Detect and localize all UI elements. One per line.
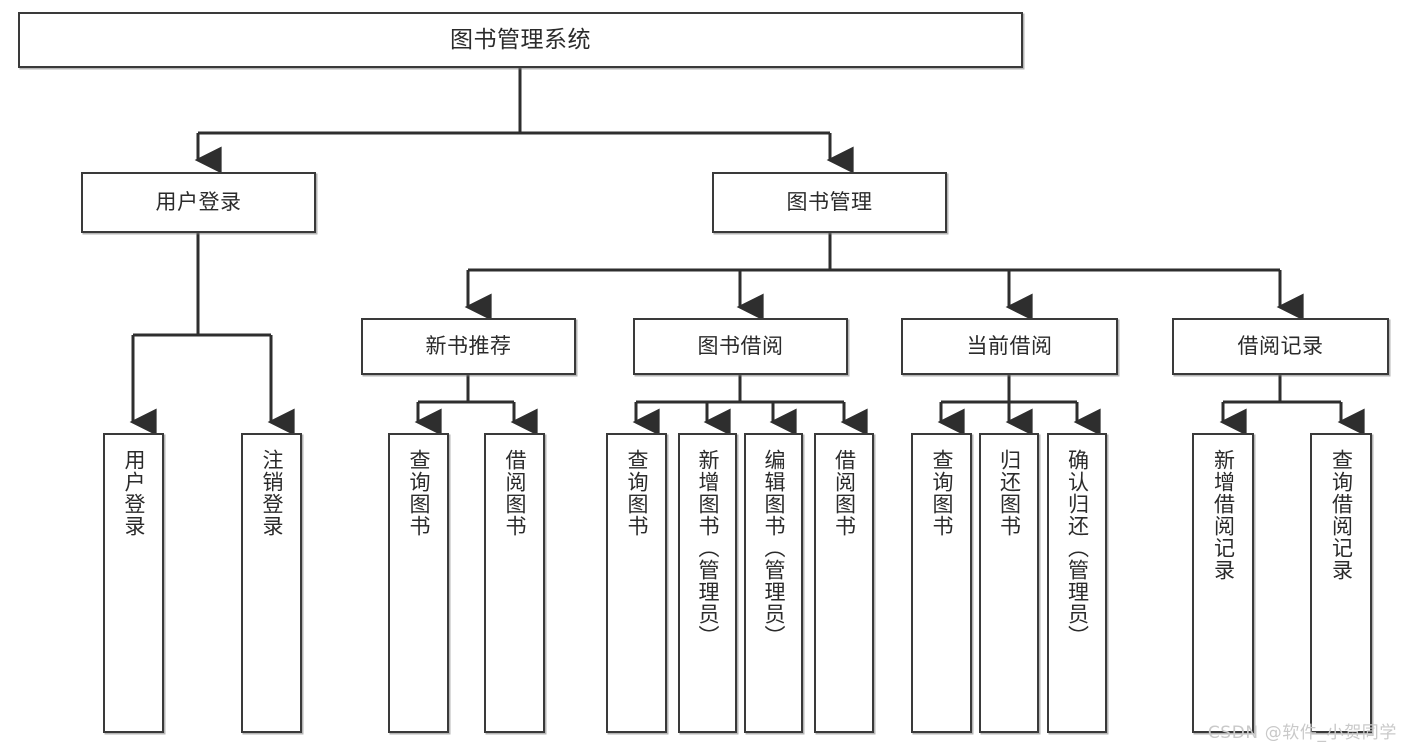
node-leaf-add-record[interactable]: 新增借阅记录: [1192, 433, 1254, 733]
node-borrow-record[interactable]: 借阅记录: [1172, 318, 1389, 375]
node-leaf-user-login-label: 用户登录: [121, 449, 146, 537]
node-book-borrow[interactable]: 图书借阅: [633, 318, 848, 375]
node-root-label: 图书管理系统: [450, 26, 591, 53]
node-leaf-edit-book[interactable]: 编辑图书（管理员）: [744, 433, 803, 733]
node-leaf-add-book[interactable]: 新增图书（管理员）: [678, 433, 737, 733]
csdn-watermark: CSDN @软件_小贺同学: [1207, 723, 1397, 743]
node-book-manage[interactable]: 图书管理: [712, 172, 947, 233]
node-current-borrow-label: 当前借阅: [966, 334, 1053, 359]
node-leaf-logout-login-label: 注销登录: [259, 449, 284, 537]
node-leaf-borrow-book-1-label: 借阅图书: [502, 449, 527, 537]
node-new-book-recommend-label: 新书推荐: [425, 334, 512, 359]
node-new-book-recommend[interactable]: 新书推荐: [361, 318, 576, 375]
node-leaf-borrow-book-1[interactable]: 借阅图书: [484, 433, 545, 733]
node-root[interactable]: 图书管理系统: [18, 12, 1023, 68]
node-leaf-query-book-2[interactable]: 查询图书: [606, 433, 667, 733]
node-book-borrow-label: 图书借阅: [697, 334, 784, 359]
node-leaf-confirm-return-label: 确认归还（管理员）: [1065, 449, 1090, 647]
node-leaf-query-book-3[interactable]: 查询图书: [911, 433, 972, 733]
node-leaf-query-record[interactable]: 查询借阅记录: [1310, 433, 1372, 733]
node-leaf-add-record-label: 新增借阅记录: [1211, 449, 1236, 581]
node-leaf-logout-login[interactable]: 注销登录: [241, 433, 302, 733]
node-leaf-query-book-2-label: 查询图书: [624, 449, 649, 537]
node-leaf-add-book-label: 新增图书（管理员）: [695, 449, 720, 647]
node-leaf-query-book-1-label: 查询图书: [406, 449, 431, 537]
node-leaf-query-record-label: 查询借阅记录: [1329, 449, 1354, 581]
node-leaf-query-book-3-label: 查询图书: [929, 449, 954, 537]
node-leaf-borrow-book-2[interactable]: 借阅图书: [814, 433, 874, 733]
node-book-manage-label: 图书管理: [786, 190, 873, 215]
node-borrow-record-label: 借阅记录: [1237, 334, 1324, 359]
node-leaf-query-book-1[interactable]: 查询图书: [388, 433, 449, 733]
node-leaf-confirm-return[interactable]: 确认归还（管理员）: [1047, 433, 1107, 733]
node-user-login[interactable]: 用户登录: [81, 172, 316, 233]
node-leaf-borrow-book-2-label: 借阅图书: [832, 449, 857, 537]
node-leaf-edit-book-label: 编辑图书（管理员）: [761, 449, 786, 647]
node-leaf-return-book-label: 归还图书: [997, 449, 1022, 537]
node-user-login-label: 用户登录: [155, 190, 242, 215]
node-leaf-return-book[interactable]: 归还图书: [979, 433, 1039, 733]
node-leaf-user-login[interactable]: 用户登录: [103, 433, 164, 733]
node-current-borrow[interactable]: 当前借阅: [901, 318, 1118, 375]
